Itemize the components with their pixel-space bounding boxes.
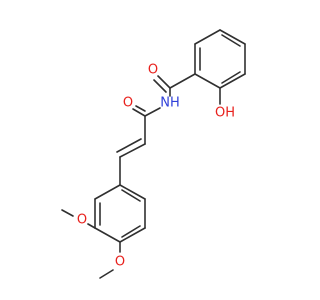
bond (194, 73, 221, 89)
bond (144, 107, 161, 117)
bond-inner (121, 225, 141, 238)
structure-canvas: O OH NH O O O (61, 29, 246, 279)
bond (169, 73, 196, 89)
bond (219, 73, 246, 89)
hydroxyl-label: OH (215, 106, 235, 121)
bond (94, 227, 121, 243)
bond (219, 29, 246, 45)
bond (87, 223, 96, 229)
bond (135, 105, 146, 112)
bond (132, 108, 146, 117)
bond (153, 79, 167, 93)
oxygen-label: O (123, 96, 133, 111)
bond (157, 75, 171, 89)
bond (116, 138, 142, 153)
bond (194, 29, 221, 45)
bond (119, 184, 146, 200)
methoxy-oxygen-label: O (77, 213, 87, 228)
amide-nitrogen-label: NH (160, 96, 180, 111)
bond-inner (221, 71, 241, 84)
bond-inner (221, 34, 241, 47)
bond (61, 209, 74, 217)
molecule-diagram: O OH NH O O O (61, 29, 246, 279)
bond (119, 227, 146, 243)
bond (119, 143, 146, 158)
salicyl-ring (194, 29, 246, 89)
bond (94, 184, 121, 200)
methoxy-oxygen-label: O (115, 255, 125, 270)
bond-inner (121, 189, 141, 202)
dimethoxyphenyl-ring (94, 184, 146, 243)
bond (99, 269, 114, 279)
oxygen-label: O (148, 63, 158, 78)
